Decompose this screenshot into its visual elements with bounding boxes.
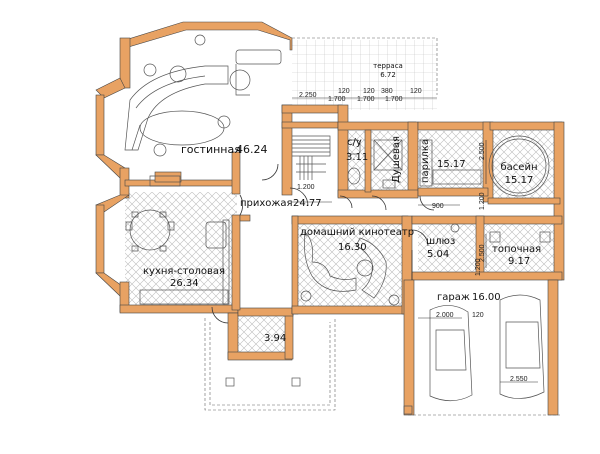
sauna-floor (418, 131, 483, 191)
shower-name: Душевая (391, 136, 402, 183)
dimension-lines (292, 97, 538, 383)
dim-2250: 2.250 (299, 92, 317, 99)
porch-area: 3.94 (264, 333, 286, 344)
dim-380: 380 (381, 88, 393, 95)
garage-name: гараж (437, 292, 470, 303)
porch-floor (230, 316, 288, 356)
dim-120-a: 120 (338, 88, 350, 95)
wc-name: с/у (347, 137, 362, 148)
outdoor-outlines (204, 37, 560, 416)
living-name: гостинная (181, 143, 241, 156)
airlock-name: шлюз (426, 236, 455, 247)
dim-1700-c: 1.700 (385, 96, 403, 103)
cinema-area: 16.30 (338, 242, 367, 253)
walls (95, 21, 565, 416)
cinema-name: домашний кинотеатр (300, 227, 414, 238)
room-labels: терраса 6.72 гостинная 46.24 с/у 3.11 Ду… (143, 62, 541, 344)
dim-2550: 2.550 (510, 376, 528, 383)
dim-120-c: 120 (410, 88, 422, 95)
boiler-area: 9.17 (508, 256, 530, 267)
dim-120-d: 120 (472, 312, 484, 319)
airlock-area: 5.04 (427, 249, 449, 260)
terrace-area: 6.72 (380, 71, 396, 79)
floor-hatching (125, 40, 554, 356)
wc-shower-floor (345, 131, 409, 191)
living-area: 46.24 (236, 143, 268, 156)
pool-name: басейн (501, 162, 538, 173)
dim-900: 900 (432, 203, 444, 210)
doors (211, 163, 435, 324)
garage-area: 16.00 (472, 292, 501, 303)
terrace-name: терраса (373, 62, 403, 70)
dim-2000: 2.000 (436, 312, 454, 319)
dim-1200-c: 1.200 (475, 258, 482, 276)
dimension-labels: 2.250 120 1.700 120 1.700 380 1.700 120 … (297, 88, 528, 383)
cinema-floor (296, 222, 406, 308)
kitchen-area: 26.34 (170, 278, 199, 289)
kitchen-name: кухня-столовая (143, 266, 225, 277)
hall-name: прихожая (240, 198, 293, 209)
sauna-name: парилка (420, 139, 431, 183)
dim-1200-b: 1.200 (479, 192, 486, 210)
dim-2500-a: 2.500 (479, 142, 486, 160)
dim-120-b: 120 (363, 88, 375, 95)
wc-area: 3.11 (346, 152, 368, 163)
sauna-area: 15.17 (437, 159, 466, 170)
dim-2500-b: 2.500 (479, 244, 486, 262)
furniture (124, 34, 551, 415)
dim-1200-a: 1.200 (297, 184, 315, 191)
pool-area: 15.17 (505, 175, 534, 186)
hall-area: 24.77 (293, 198, 322, 209)
boiler-floor (484, 222, 554, 274)
terrace-floor (292, 40, 437, 110)
boiler-name: топочная (492, 244, 541, 255)
airlock-floor (418, 222, 478, 274)
dim-1700-b: 1.700 (357, 96, 375, 103)
dim-1700-a: 1.700 (328, 96, 346, 103)
